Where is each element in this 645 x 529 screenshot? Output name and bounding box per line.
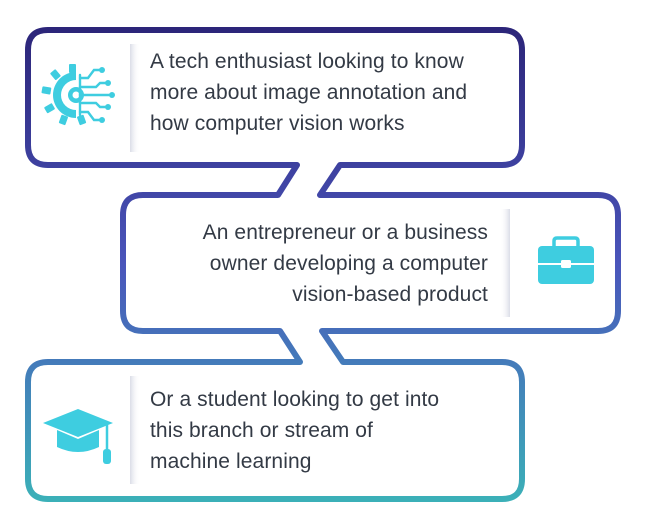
card-1-line-1: A tech enthusiast looking to know bbox=[150, 50, 464, 73]
card-3-line-3: machine learning bbox=[150, 450, 312, 473]
card-3-line-1: Or a student looking to get into bbox=[150, 388, 440, 411]
card-2-line-3: vision-based product bbox=[292, 283, 488, 306]
card-3-line-2: this branch or stream of bbox=[150, 419, 373, 442]
card-1-line-3: how computer vision works bbox=[150, 112, 405, 135]
card-1-text: A tech enthusiast looking to know more a… bbox=[150, 46, 467, 139]
card-2-line-2: owner developing a computer bbox=[209, 252, 488, 275]
card-3-text: Or a student looking to get into this br… bbox=[150, 384, 439, 477]
card-2-text: An entrepreneur or a business owner deve… bbox=[140, 217, 488, 310]
card-1-line-2: more about image annotation and bbox=[150, 81, 468, 104]
divider-shadow-1 bbox=[130, 44, 140, 152]
bubble-outline bbox=[25, 27, 621, 502]
card-2-line-1: An entrepreneur or a business bbox=[202, 221, 488, 244]
briefcase-icon bbox=[538, 236, 594, 284]
divider-shadow-3 bbox=[130, 376, 140, 484]
graduation-cap-icon bbox=[43, 409, 113, 464]
gear-circuit-icon bbox=[41, 64, 115, 126]
divider-shadow-2 bbox=[500, 209, 510, 317]
